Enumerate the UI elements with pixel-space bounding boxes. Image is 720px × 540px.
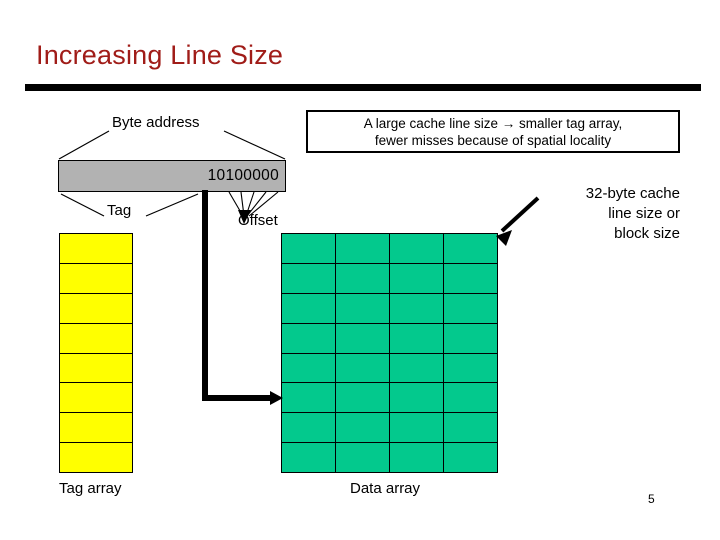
data-array-row	[281, 292, 498, 324]
tag-leader-right	[145, 193, 199, 217]
tag-array-caption: Tag array	[59, 480, 122, 497]
tag-array-cell	[59, 382, 133, 414]
data-array-cell	[335, 382, 390, 414]
address-bits-value: 10100000	[207, 167, 279, 184]
data-array-cell	[389, 262, 444, 294]
cache-line-note-arrowhead	[496, 230, 512, 246]
data-array-cell	[389, 412, 444, 444]
data-array-cell	[389, 322, 444, 354]
data-array-row	[281, 233, 498, 264]
byte-address-leader-left	[58, 130, 110, 160]
tag-array-cell	[59, 412, 133, 444]
byte-address-label: Byte address	[112, 114, 200, 131]
data-array-cell	[335, 322, 390, 354]
data-array-cell	[281, 322, 336, 354]
data-array-cell	[335, 233, 390, 264]
data-array-cell	[335, 412, 390, 444]
tag-array-grid	[59, 233, 133, 473]
offset-field-label: Offset	[238, 212, 278, 229]
tag-array-cell	[59, 442, 133, 473]
callout-text: A large cache line size → smaller tag ar…	[363, 115, 623, 148]
tag-array-cell	[59, 322, 133, 354]
data-array-cell	[389, 442, 444, 473]
data-array-caption: Data array	[350, 480, 421, 497]
cache-line-size-note: 32-byte cache line size or block size	[585, 185, 680, 242]
tag-array-cell	[59, 233, 133, 264]
data-array-row	[281, 352, 498, 384]
tag-array-cell	[59, 292, 133, 324]
data-array-cell	[389, 233, 444, 264]
tag-array-cell	[59, 352, 133, 384]
data-array-cell	[281, 352, 336, 384]
data-array-cell	[389, 352, 444, 384]
data-array-row	[281, 442, 498, 473]
tag-array-cell	[59, 262, 133, 294]
data-array-cell	[389, 292, 444, 324]
tag-field-label: Tag	[107, 202, 132, 219]
title-divider	[25, 84, 701, 91]
data-array-cell	[443, 442, 498, 473]
data-array-grid	[281, 233, 498, 473]
data-array-cell	[389, 382, 444, 414]
data-array-cell	[281, 292, 336, 324]
data-array-cell	[335, 292, 390, 324]
data-array-cell	[281, 442, 336, 473]
data-array-cell	[443, 322, 498, 354]
data-array-cell	[443, 412, 498, 444]
data-array-cell	[443, 262, 498, 294]
data-array-cell	[281, 412, 336, 444]
data-array-cell	[335, 442, 390, 473]
data-array-cell	[281, 233, 336, 264]
data-array-cell	[443, 292, 498, 324]
data-array-row	[281, 412, 498, 444]
byte-address-leader-right	[223, 130, 286, 160]
data-array-cell	[443, 382, 498, 414]
page-title: Increasing Line Size	[36, 40, 284, 70]
tag-leader-left	[60, 193, 105, 217]
data-array-cell	[443, 233, 498, 264]
data-array-row	[281, 382, 498, 414]
data-array-row	[281, 262, 498, 294]
data-array-cell	[335, 262, 390, 294]
cache-line-note-arrow	[500, 196, 540, 233]
callout-textbox: A large cache line size → smaller tag ar…	[306, 110, 680, 153]
slide-number: 5	[648, 492, 655, 506]
data-array-cell	[281, 262, 336, 294]
data-array-cell	[335, 352, 390, 384]
address-bar: 10100000	[58, 160, 286, 192]
data-array-cell	[443, 352, 498, 384]
data-array-row	[281, 322, 498, 354]
data-array-cell	[281, 382, 336, 414]
